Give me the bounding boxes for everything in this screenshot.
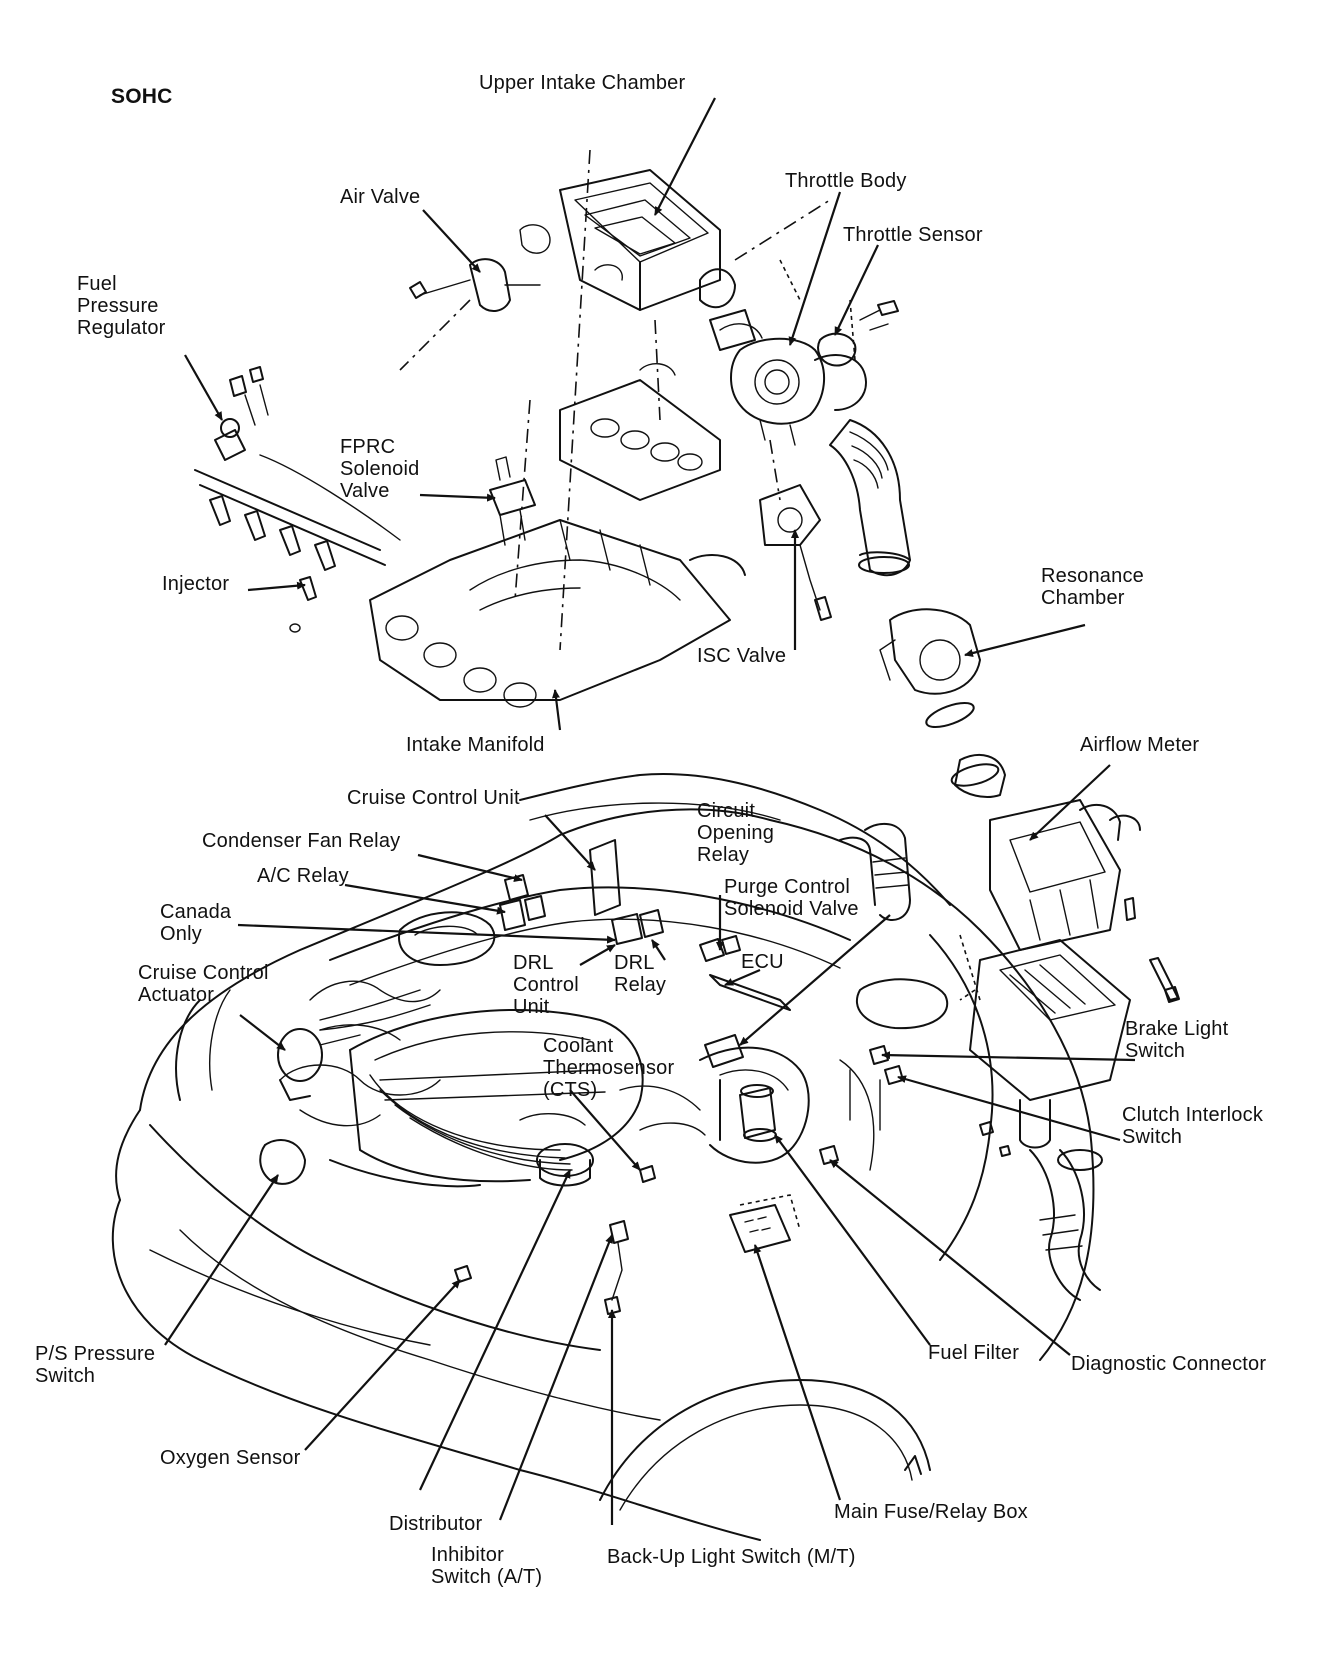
leader-cruise-control-unit	[544, 814, 596, 871]
throttle-body-drawing	[709, 309, 867, 446]
leader-cruise-control-actuator	[239, 1014, 286, 1051]
leader-oxygen-sensor	[304, 1279, 461, 1451]
leader-fuel-pressure-regulator	[184, 354, 223, 421]
label-clutch-interlock-switch: Clutch Interlock Switch	[1122, 1104, 1264, 1148]
diagram-title: SOHC	[111, 85, 173, 108]
label-ecu: ECU	[741, 951, 784, 973]
label-brake-light-switch: Brake Light Switch	[1125, 1018, 1229, 1062]
leader-purge-control	[739, 914, 891, 1046]
leader-lines	[164, 97, 1136, 1525]
label-drl-control-unit: DRL Control Unit	[513, 952, 579, 1018]
label-upper-intake-chamber: Upper Intake Chamber	[479, 72, 686, 94]
leader-ecu	[724, 968, 761, 987]
leader-drl-control-unit	[579, 944, 616, 966]
assembly-lines	[399, 149, 981, 1231]
label-backup-light-switch: Back-Up Light Switch (M/T)	[607, 1546, 856, 1568]
leader-inhibitor-switch	[498, 1234, 614, 1521]
label-coolant-thermosensor: Coolant Thermosensor (CTS)	[543, 1035, 675, 1101]
airflow-meter-drawing	[989, 799, 1141, 951]
leader-injector	[247, 581, 306, 592]
snorkel-hose-drawing	[839, 822, 911, 921]
label-inhibitor-switch: Inhibitor Switch (A/T)	[431, 1544, 543, 1588]
upper-intake-chamber-drawing	[519, 169, 736, 311]
label-throttle-body: Throttle Body	[785, 170, 907, 192]
leader-brake-light-switch	[881, 1051, 1136, 1062]
label-throttle-sensor: Throttle Sensor	[843, 224, 983, 246]
ducting-rings-drawing	[925, 701, 1006, 798]
label-fuel-filter: Fuel Filter	[928, 1342, 1020, 1364]
label-ac-relay: A/C Relay	[257, 865, 349, 887]
leader-air-valve	[422, 209, 481, 273]
lower-manifold-gasket-drawing	[559, 363, 721, 501]
resonance-chamber-drawing	[879, 608, 981, 695]
leader-distributor	[419, 1169, 571, 1491]
label-ps-pressure-switch: P/S Pressure Switch	[35, 1343, 156, 1387]
label-intake-manifold: Intake Manifold	[406, 734, 545, 756]
fuel-rail-drawing	[194, 366, 401, 633]
label-canada-only: Canada Only	[160, 901, 232, 945]
label-main-fuse-relay-box: Main Fuse/Relay Box	[834, 1501, 1028, 1523]
air-valve-drawing	[409, 258, 541, 312]
leader-airflow-meter	[1029, 764, 1111, 841]
vehicle-body-outline	[111, 773, 1095, 1541]
leader-coolant-thermosensor	[569, 1089, 641, 1171]
label-air-valve: Air Valve	[340, 186, 421, 208]
label-resonance-chamber: Resonance Chamber	[1041, 565, 1144, 609]
leader-canada-only	[237, 923, 616, 944]
label-cruise-control-unit: Cruise Control Unit	[347, 787, 520, 809]
leader-ps-pressure-switch	[164, 1174, 279, 1346]
isc-valve-drawing	[759, 484, 832, 621]
label-oxygen-sensor: Oxygen Sensor	[160, 1447, 301, 1469]
label-diagnostic-connector: Diagnostic Connector	[1071, 1353, 1267, 1375]
intake-hose-drawing	[829, 419, 911, 577]
leader-fprc-solenoid	[419, 493, 496, 502]
leader-drl-relay	[651, 939, 666, 961]
leader-condenser-fan-relay	[417, 853, 523, 883]
label-cruise-control-actuator: Cruise Control Actuator	[138, 962, 269, 1006]
label-airflow-meter: Airflow Meter	[1080, 734, 1200, 756]
leader-diagnostic-connector	[829, 1159, 1071, 1356]
label-distributor: Distributor	[389, 1513, 483, 1535]
relay-components-drawing	[259, 839, 1180, 1315]
leader-throttle-body	[788, 191, 842, 346]
leader-upper-intake-chamber	[654, 97, 716, 216]
label-isc-valve: ISC Valve	[697, 645, 787, 667]
leader-main-fuse-relay-box	[753, 1244, 842, 1501]
leader-resonance-chamber	[964, 623, 1086, 657]
leader-clutch-interlock-switch	[897, 1075, 1121, 1142]
air-cleaner-drawing	[969, 939, 1131, 1301]
label-circuit-opening-relay: Circuit Opening Relay	[697, 800, 775, 866]
leader-intake-manifold	[552, 689, 562, 731]
leader-throttle-sensor	[834, 244, 879, 336]
label-injector: Injector	[162, 573, 230, 595]
label-condenser-fan-relay: Condenser Fan Relay	[202, 830, 401, 852]
leader-ac-relay	[344, 883, 506, 915]
label-purge-control-solenoid-valve: Purge Control Solenoid Valve	[724, 876, 859, 920]
intake-manifold-drawing	[369, 519, 746, 708]
label-fuel-pressure-regulator: Fuel Pressure Regulator	[77, 273, 166, 339]
label-drl-relay: DRL Relay	[614, 952, 667, 996]
label-fprc-solenoid-valve: FPRC Solenoid Valve	[340, 436, 420, 502]
leader-fuel-filter	[774, 1134, 931, 1346]
